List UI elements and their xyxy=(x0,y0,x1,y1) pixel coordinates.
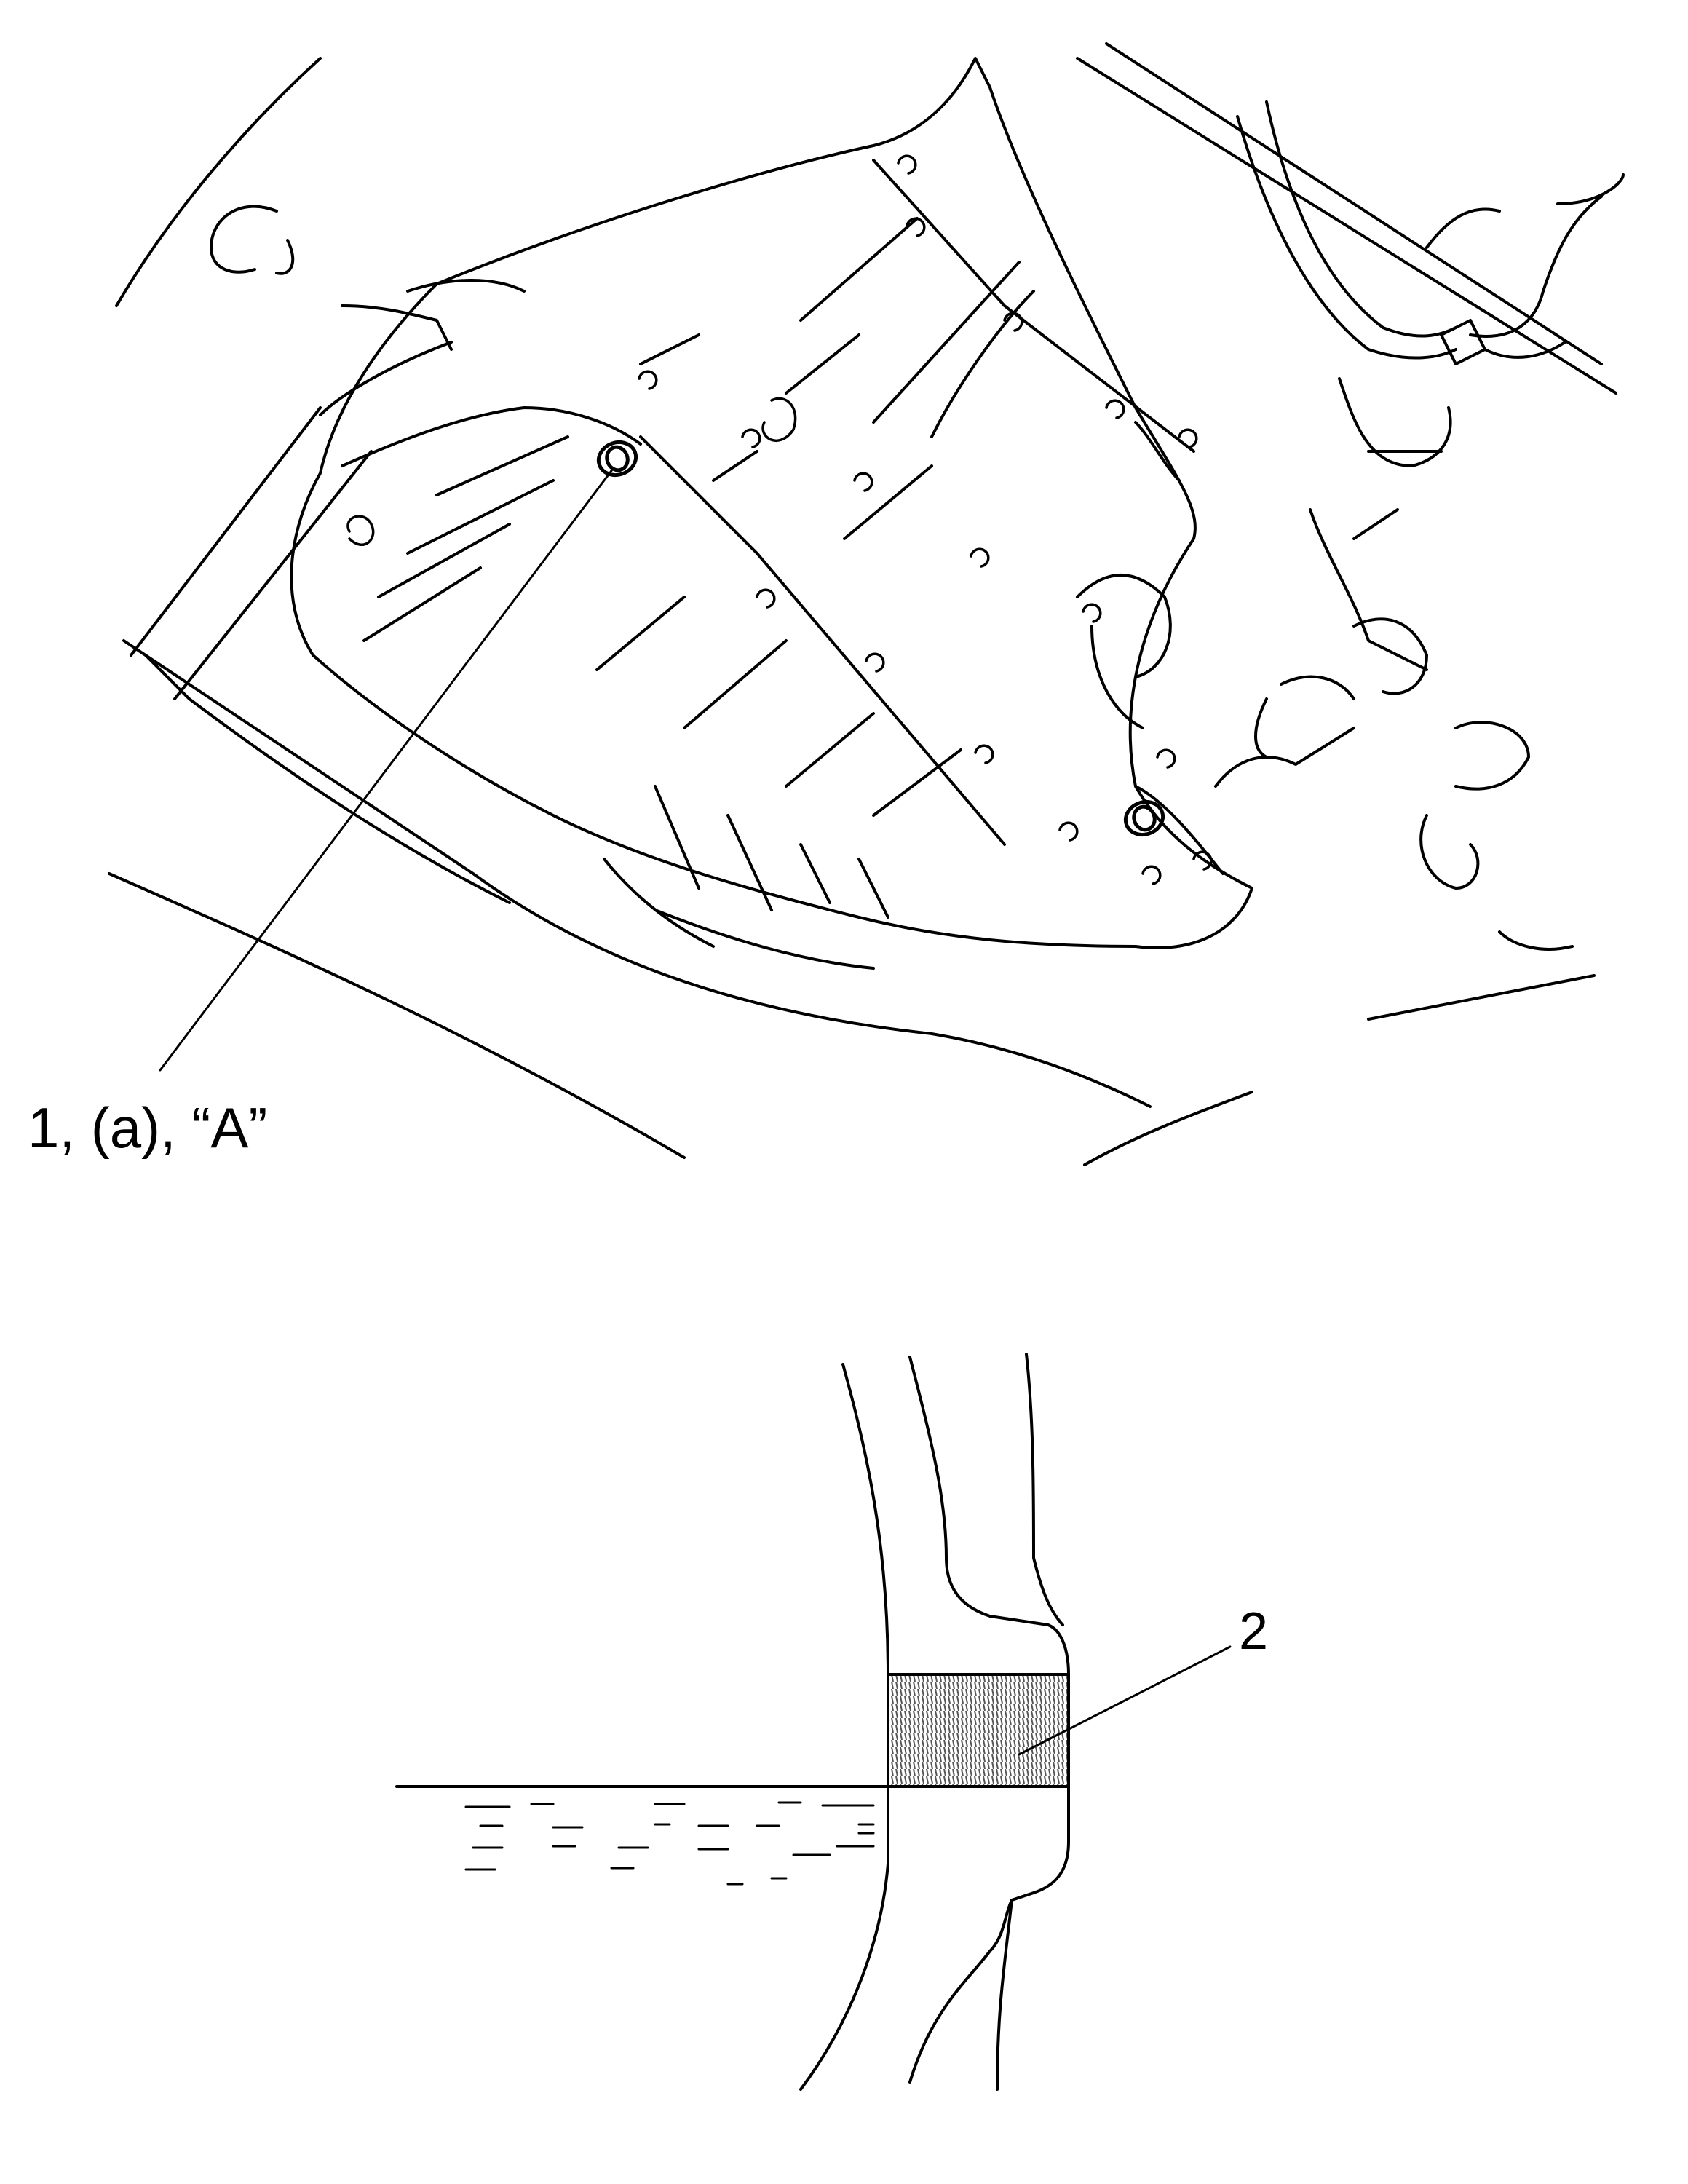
bolt-bosses xyxy=(346,154,1213,885)
callout-1-leader xyxy=(159,467,614,1072)
callout-2-label: 2 xyxy=(1239,1602,1269,1661)
callout-2-leader xyxy=(1018,1645,1232,1756)
fill-level-view xyxy=(395,1353,1232,2091)
fluid-surface xyxy=(395,1785,889,1886)
callout-1-label: 1, (a), “A” xyxy=(28,1096,268,1160)
drain-plug-icon xyxy=(596,440,638,478)
frame-rails xyxy=(108,42,1617,1166)
hoses-and-brackets xyxy=(1214,100,1625,951)
fill-plug-icon xyxy=(1123,799,1165,837)
oil-pan xyxy=(290,57,1253,970)
fill-level-gauge-icon xyxy=(799,1353,1070,2091)
level-mark-hatch xyxy=(889,1676,1067,1785)
underbody-view xyxy=(108,42,1625,1166)
wheel-well-outline xyxy=(115,57,322,307)
